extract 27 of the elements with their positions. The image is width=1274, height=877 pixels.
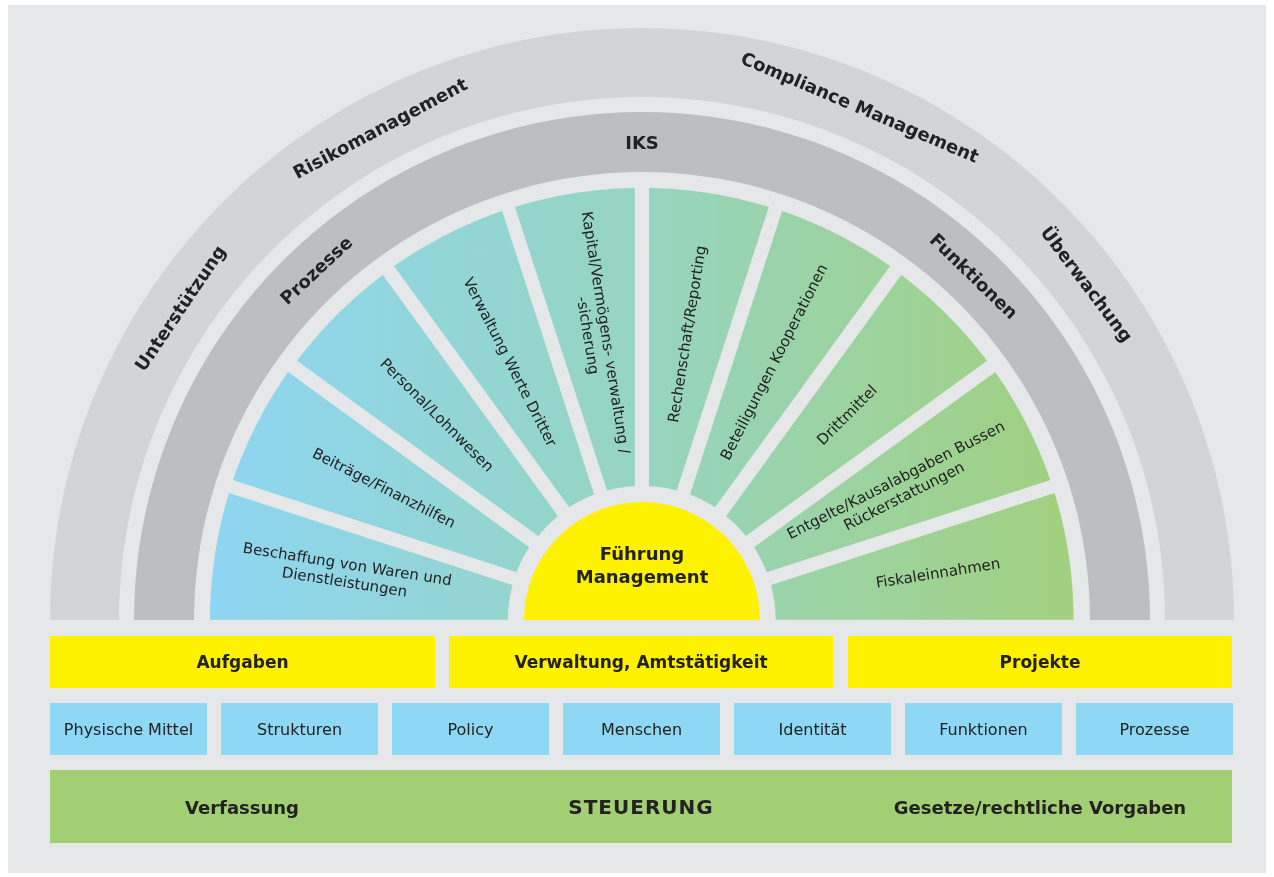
resource-tile bbox=[1076, 703, 1233, 755]
bar-label: Aufgaben bbox=[196, 652, 289, 672]
bar-label: Verfassung bbox=[185, 796, 299, 817]
bar-label: Gesetze/rechtliche Vorgaben bbox=[893, 796, 1187, 817]
bar-label: Physische Mittel bbox=[63, 719, 194, 739]
bar-label: Policy bbox=[447, 719, 494, 739]
arc-band bbox=[50, 28, 1234, 620]
resource-tile bbox=[221, 703, 378, 755]
panel-label: Führung Management bbox=[574, 542, 710, 589]
category-bar bbox=[848, 636, 1232, 688]
foundation-bar bbox=[50, 770, 1232, 843]
bar-label: Prozesse bbox=[1119, 719, 1190, 739]
resource-tile bbox=[392, 703, 549, 755]
bar-label: Verwaltung, Amtstätigkeit bbox=[514, 652, 768, 672]
category-bar bbox=[449, 636, 833, 688]
bar-label: Identität bbox=[778, 719, 847, 739]
resource-tile bbox=[563, 703, 720, 755]
band-label: IKS bbox=[625, 131, 659, 153]
resource-tile bbox=[50, 703, 207, 755]
bar-label: Strukturen bbox=[257, 719, 342, 739]
resource-tile bbox=[734, 703, 891, 755]
category-bar bbox=[50, 636, 435, 688]
bar-label: Funktionen bbox=[939, 719, 1028, 739]
bar-label: Menschen bbox=[601, 719, 682, 739]
bar-label: STEUERUNG bbox=[568, 794, 714, 819]
resource-tile bbox=[905, 703, 1062, 755]
bar-label: Projekte bbox=[999, 652, 1081, 672]
